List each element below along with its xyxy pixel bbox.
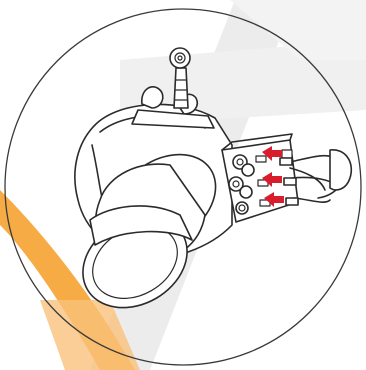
wire-sleeve [330, 150, 351, 190]
motor-body [66, 104, 233, 325]
wire-3 [294, 198, 330, 202]
cable-gland-icon [170, 48, 190, 68]
terminal-screw-5 [236, 202, 248, 214]
terminal-screw-2 [242, 164, 254, 176]
cable-gland-stem [174, 68, 188, 108]
terminal-contact-1 [256, 156, 266, 162]
wire-ferrule-2 [284, 178, 296, 185]
terminal-cap [282, 150, 292, 158]
wire-ferrule-1 [280, 158, 292, 165]
wire-ferrule-3 [286, 198, 298, 205]
mount-hook-left [142, 87, 163, 108]
terminal-screw-4 [240, 186, 252, 198]
